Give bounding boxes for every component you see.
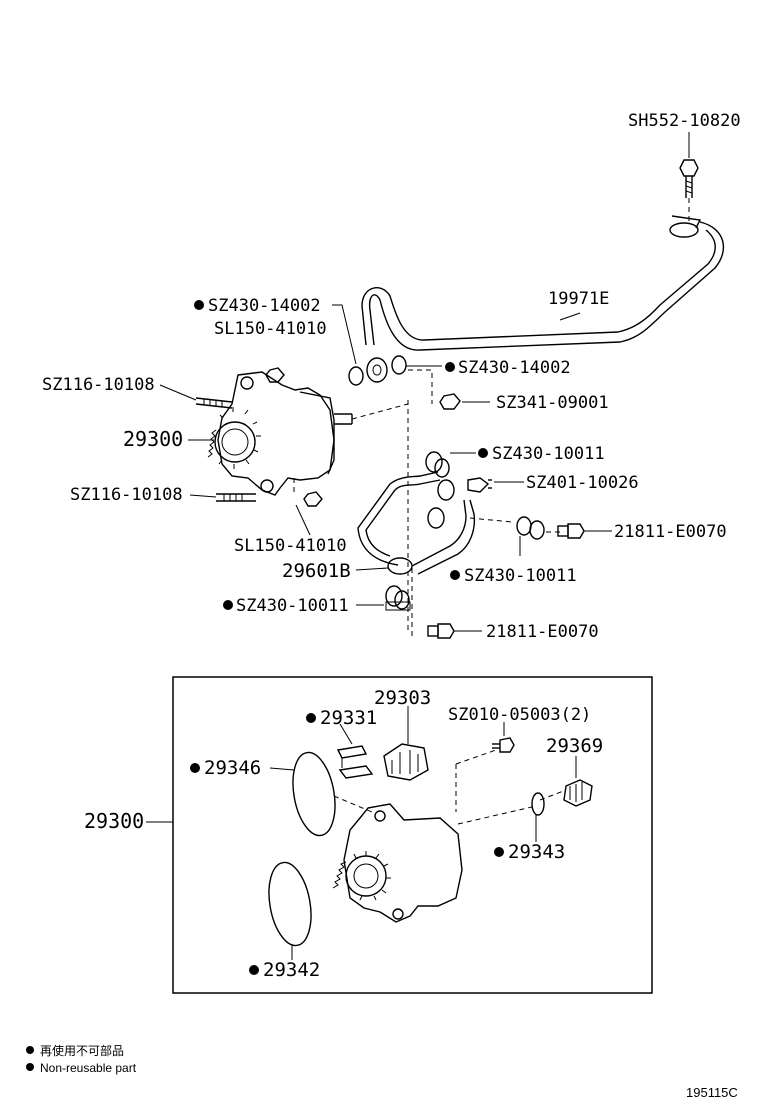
label-21811-e0070-a: 21811-E0070 (614, 522, 727, 542)
non-reusable-dot (445, 362, 455, 372)
non-reusable-dot (478, 448, 488, 458)
pump-body-lower (332, 803, 463, 923)
figure-code: 195115C (686, 1085, 738, 1100)
dashed-line-h (457, 805, 537, 825)
label-21811-e0070-b: 21811-E0070 (486, 622, 599, 642)
leader-sl150-b (295, 504, 311, 536)
legend-en: Non-reusable part (40, 1061, 137, 1075)
non-reusable-dot (194, 300, 204, 310)
dashed-line-e (469, 517, 513, 523)
label-29346: 29346 (204, 757, 261, 779)
bolt-sz401 (467, 477, 492, 493)
legend-dot (26, 1046, 34, 1054)
label-sl150-41010-b: SL150-41010 (234, 536, 347, 556)
leader-29331 (339, 723, 353, 745)
leader-29601b (355, 567, 389, 571)
label-29342: 29342 (263, 959, 320, 981)
dashed-line-k (539, 789, 567, 801)
nut-sl150-a (265, 367, 285, 383)
bolt-21811-a (557, 523, 585, 539)
union-29369 (563, 779, 593, 807)
vacuum-pipe-19971e (361, 215, 725, 351)
non-reusable-dot (223, 600, 233, 610)
label-sl150-41010-a: SL150-41010 (214, 319, 327, 339)
label-sz116-10108-a: SZ116-10108 (42, 375, 155, 395)
stud-sz116-a (195, 397, 233, 409)
rotor-29303 (383, 743, 429, 781)
oil-hose-29601b (357, 471, 476, 575)
non-reusable-dot (494, 847, 504, 857)
screw-sz010 (492, 737, 515, 753)
legend-jp: 再使用不可部品 (40, 1043, 124, 1058)
label-sz401-10026: SZ401-10026 (526, 473, 639, 493)
vanes-29331 (336, 745, 374, 779)
oring-29343 (531, 792, 545, 816)
clamp-sz430-10011-a (425, 451, 455, 501)
label-sz430-10011-b: SZ430-10011 (464, 566, 577, 586)
dashed-line-a (408, 369, 433, 404)
vacuum-pump-upper (207, 371, 409, 496)
gasket-sz430-10011-b (516, 516, 545, 540)
oring-29346 (292, 751, 336, 837)
stud-sz116-b (216, 493, 256, 502)
non-reusable-dot (306, 713, 316, 723)
oring-29342 (268, 861, 312, 947)
label-29300-b: 29300 (84, 809, 144, 833)
label-sz341-09001: SZ341-09001 (496, 393, 609, 413)
label-sz430-10011-a: SZ430-10011 (492, 444, 605, 464)
label-sz430-14002-a: SZ430-14002 (208, 296, 321, 316)
label-19971e: 19971E (548, 289, 609, 309)
label-29343: 29343 (508, 841, 565, 863)
label-sh552-10820: SH552-10820 (628, 111, 741, 131)
gaskets-and-eye (348, 355, 407, 386)
leader-sz116-b (189, 494, 217, 498)
label-29300-a: 29300 (123, 427, 183, 451)
leader-sz116-a (159, 384, 197, 401)
leader-29346 (269, 767, 295, 771)
bolt-sh552 (679, 159, 699, 222)
non-reusable-dot (190, 763, 200, 773)
non-reusable-dot (249, 965, 259, 975)
label-sz430-14002-b: SZ430-14002 (458, 358, 571, 378)
label-sz430-10011-c: SZ430-10011 (236, 596, 349, 616)
label-sz010-05003: SZ010-05003(2) (448, 705, 591, 725)
bolt-21811-b (427, 623, 455, 639)
nut-sl150-b (303, 491, 323, 507)
legend-dot (26, 1063, 34, 1071)
leader-sz430-14002-a (332, 304, 357, 365)
detail-frame (172, 676, 653, 994)
dashed-line-g (333, 795, 373, 813)
label-29303: 29303 (374, 687, 431, 709)
non-reusable-dot (450, 570, 460, 580)
nut-sz341 (439, 393, 461, 410)
label-29331: 29331 (320, 707, 377, 729)
leader-19971e (559, 312, 581, 321)
clamp-sz430-10011-c (385, 585, 411, 611)
label-29601b: 29601B (282, 560, 351, 582)
dashed-line-j (455, 749, 497, 765)
label-sz116-10108-b: SZ116-10108 (70, 485, 183, 505)
label-29369: 29369 (546, 735, 603, 757)
